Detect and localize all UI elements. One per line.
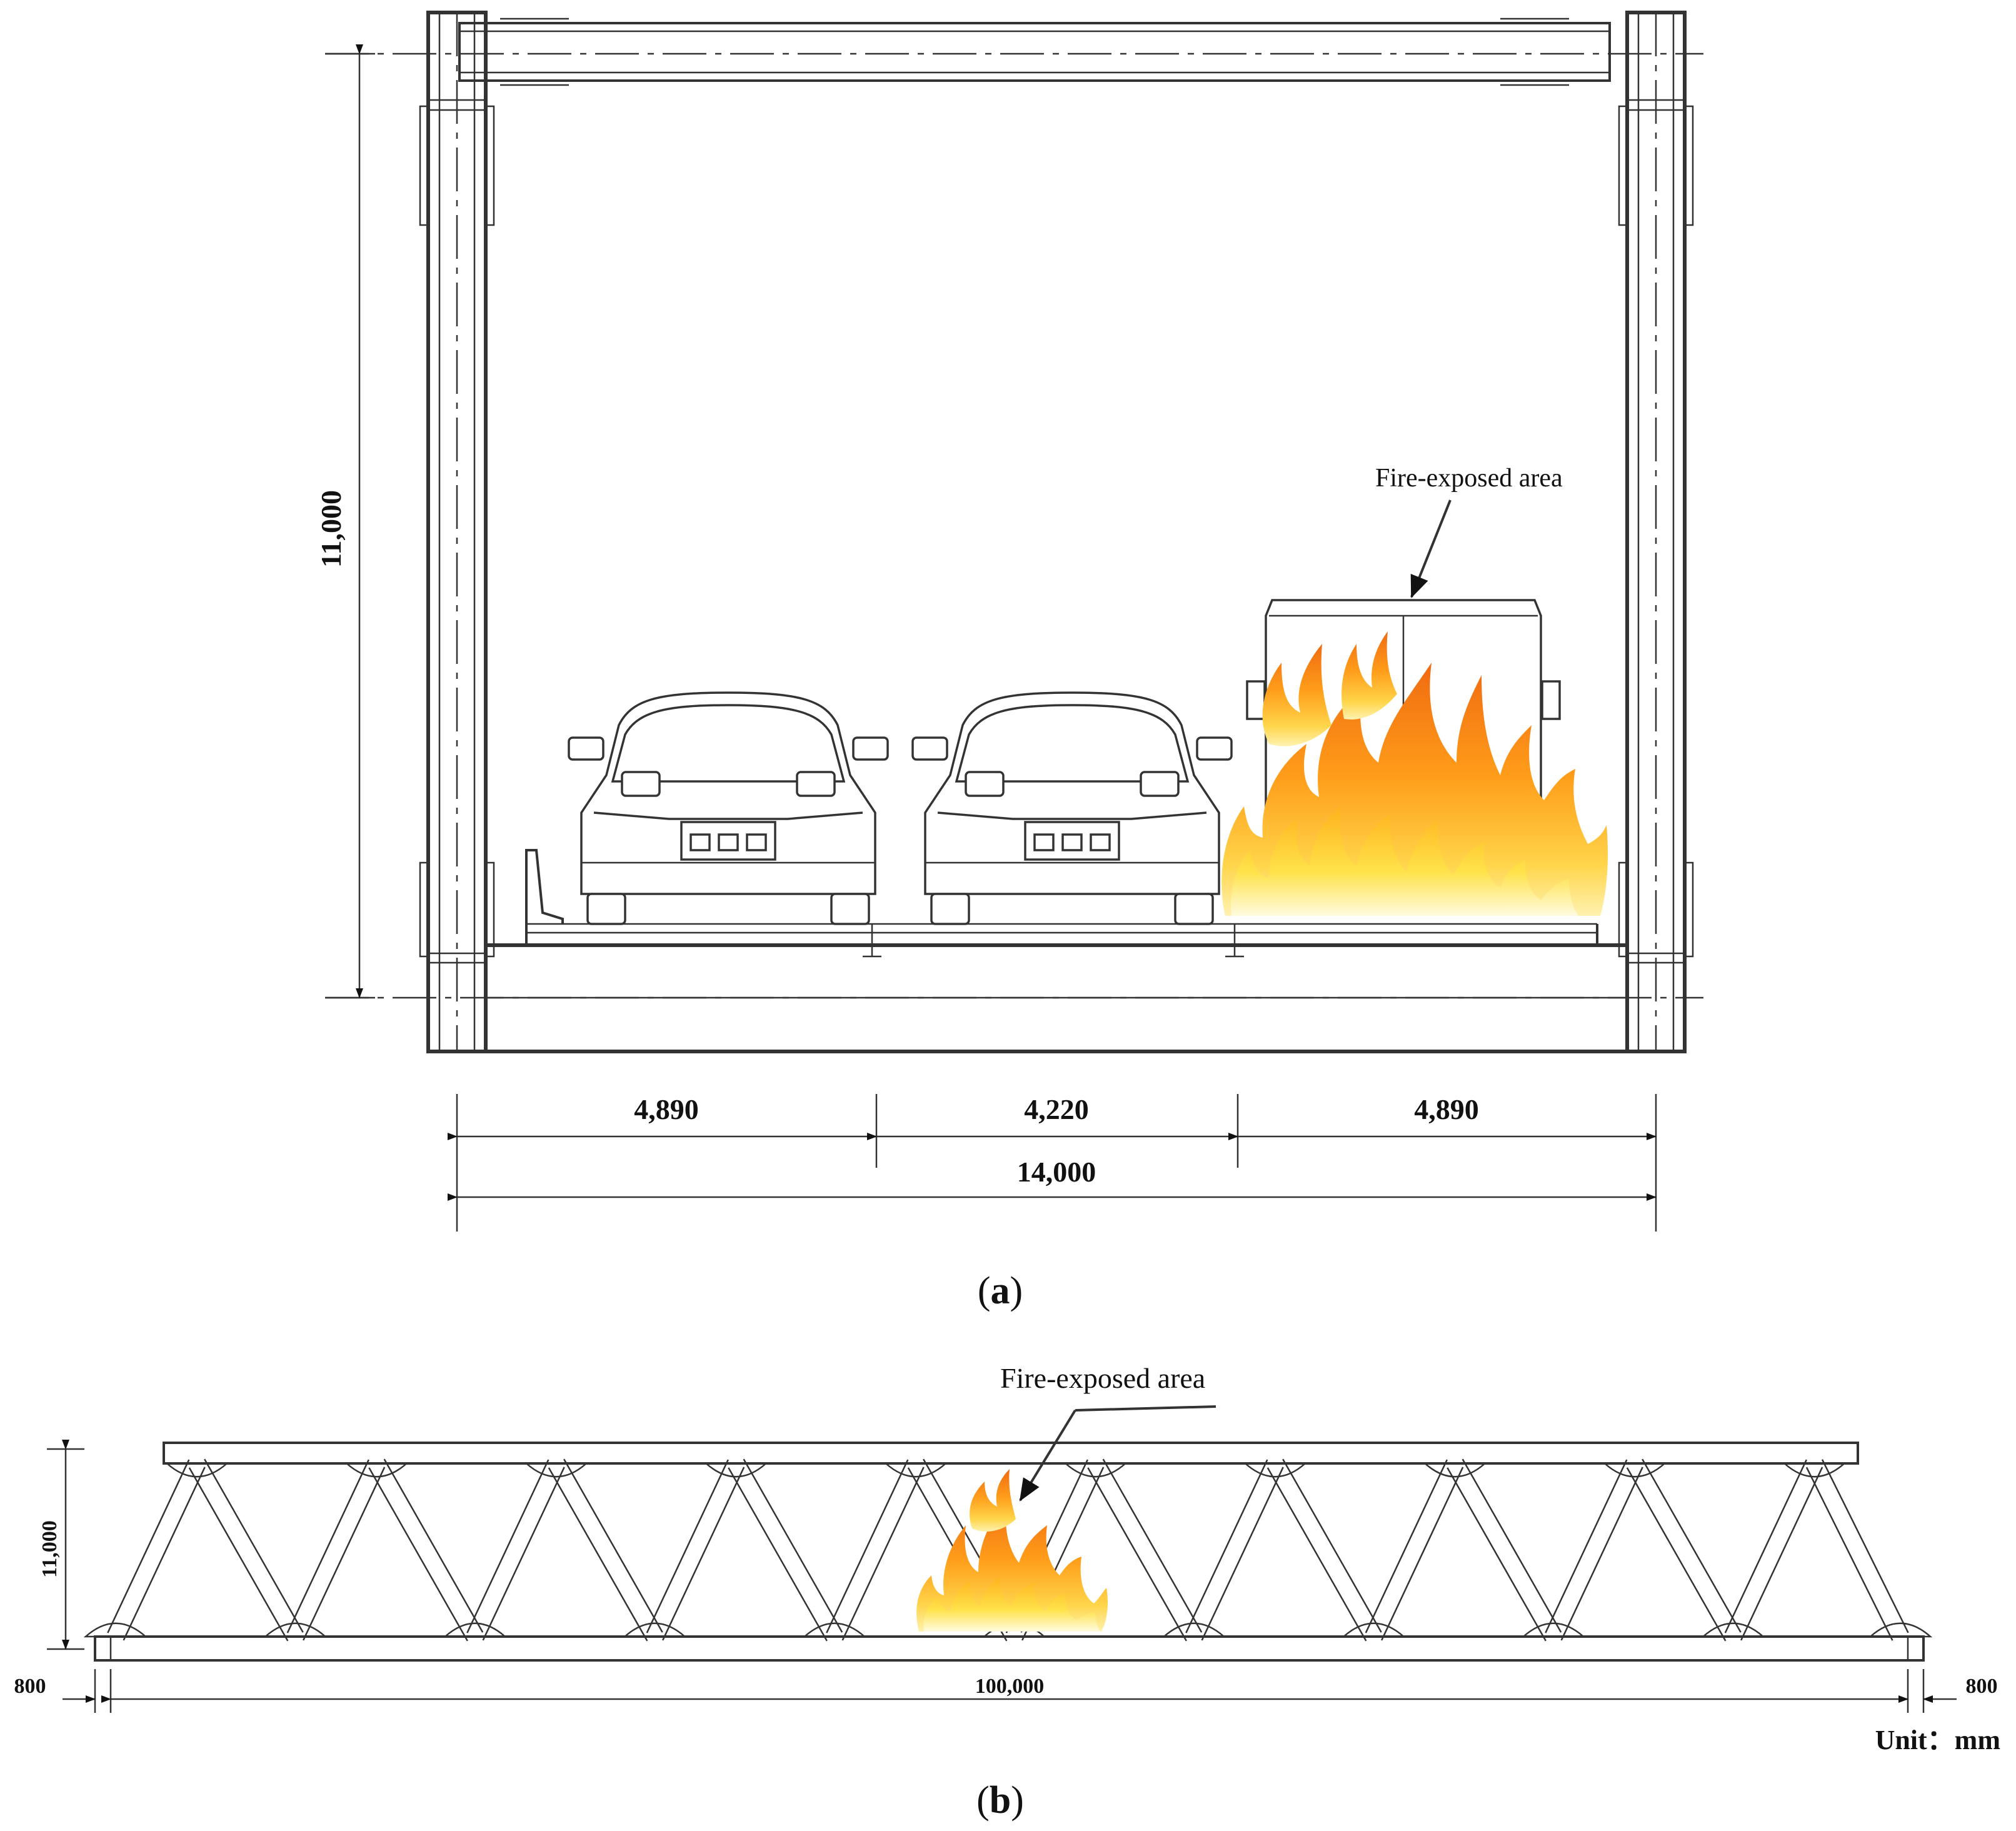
truss-diagonal: [826, 1459, 925, 1641]
truss-end-post-right: [1907, 1635, 1925, 1662]
truss-top-node: [164, 1462, 229, 1478]
truss-diagonal: [368, 1458, 484, 1642]
height-dimension-a-label: 11,000: [315, 490, 347, 568]
truss-diagonal: [548, 1458, 663, 1642]
span-dimension-label: 100,000: [975, 1675, 1045, 1698]
truss-top-chord: [163, 1442, 1859, 1465]
width-dimensions-a: 4,890 4,220 4,890 14,000: [448, 1093, 1657, 1232]
truss-diagonal: [1185, 1459, 1284, 1641]
car-middle: [911, 691, 1233, 925]
truss-bottom-node: [1341, 1622, 1406, 1638]
truss-top-node: [1423, 1462, 1487, 1478]
center-lines: [325, 13, 1703, 1051]
truss-diagonal: [1266, 1458, 1382, 1642]
truss-diagonal: [1545, 1459, 1643, 1641]
top-beam: [458, 18, 1611, 86]
car-left: [568, 691, 889, 925]
fire-label-b-text: Fire-exposed area: [1000, 1362, 1205, 1394]
fire-large: [1221, 631, 1608, 916]
left-overhang-label: 800: [14, 1675, 46, 1698]
truss-top-node: [1782, 1462, 1847, 1478]
truss-bottom-node: [1161, 1622, 1226, 1638]
panel-a-label: (a): [978, 1270, 1023, 1312]
lane-dimension-1: 4,890: [634, 1093, 699, 1125]
truss-nodes: [83, 1462, 1933, 1638]
panel-b-elevation: Fire-exposed area 11,000 800 100,000 800…: [14, 1362, 2001, 1822]
truss-bottom-node: [443, 1622, 508, 1638]
truss-diagonal: [188, 1458, 304, 1642]
truss-bottom-node: [263, 1622, 328, 1638]
total-width-dimension: 14,000: [1017, 1156, 1096, 1188]
truss-bottom-chord: [94, 1635, 1925, 1662]
truss-end-post-left: [94, 1635, 112, 1662]
truss-bottom-node: [1701, 1622, 1765, 1638]
truss-bottom-node: [83, 1622, 148, 1638]
height-dimension-a: 11,000: [315, 44, 375, 999]
truss-diagonal: [1087, 1458, 1203, 1642]
truss-bottom-node: [623, 1622, 687, 1638]
right-overhang-label: 800: [1966, 1675, 1998, 1698]
truss-web: [107, 1458, 1909, 1642]
unit-label: Unit：mm: [1875, 1725, 2000, 1755]
height-dimension-b-label: 11,000: [38, 1520, 61, 1578]
truss-bottom-node: [1868, 1622, 1933, 1638]
truss-bottom-node: [1521, 1622, 1586, 1638]
fire-label-a-text: Fire-exposed area: [1375, 464, 1563, 493]
truss-diagonal: [286, 1459, 386, 1641]
lane-dimension-2: 4,220: [1024, 1093, 1089, 1125]
truss-top-node: [883, 1462, 948, 1478]
truss-diagonal: [1805, 1459, 1909, 1641]
truss-top-node: [344, 1462, 409, 1478]
truss-diagonal: [107, 1459, 206, 1641]
truss-diagonal: [1724, 1459, 1823, 1641]
lane-dimension-3: 4,890: [1414, 1093, 1479, 1125]
truss-diagonal: [728, 1458, 843, 1642]
truss-diagonal: [466, 1459, 565, 1641]
fire-label-a: Fire-exposed area: [1375, 464, 1563, 598]
truss-top-node: [1243, 1462, 1308, 1478]
truss-top-node: [524, 1462, 589, 1478]
span-dimensions-b: 800 100,000 800 Unit：mm: [14, 1669, 2000, 1755]
truss-top-node: [704, 1462, 768, 1478]
truss-diagonal: [1365, 1459, 1464, 1641]
truss-bottom-node: [802, 1622, 867, 1638]
truss-diagonal: [1626, 1458, 1742, 1642]
height-dimension-b: 11,000: [38, 1440, 84, 1650]
panel-b-label: (b): [976, 1779, 1024, 1822]
truss-top-node: [1063, 1462, 1128, 1478]
truss-diagonal: [646, 1459, 745, 1641]
truss-diagonal: [1447, 1458, 1562, 1642]
fire-label-b: Fire-exposed area: [1000, 1362, 1216, 1502]
fire-small: [916, 1469, 1108, 1632]
truss-top-node: [1602, 1462, 1667, 1478]
panel-a-cross-section: 11,000 Fire-exposed area 4,890 4,220 4,8…: [315, 11, 1703, 1312]
